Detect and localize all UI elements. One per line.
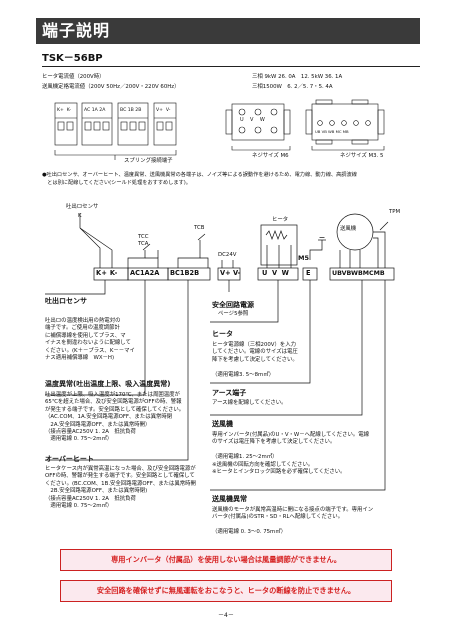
screw-m35-label: ネジサイズ M3. 5	[340, 153, 384, 159]
strip2-labels: AC 1A 2A	[84, 108, 106, 113]
title-bar	[36, 18, 420, 44]
diagram-m5-label: M5	[298, 254, 309, 262]
strip6-labels: UB VB WB MC MB	[315, 129, 349, 134]
earth-section-body: アース線を配線してください。	[212, 400, 287, 406]
strip4-labels: V+ V-	[156, 108, 171, 113]
heater-section-title: ヒータ	[212, 330, 233, 338]
model-name: TSK－56BP	[42, 53, 103, 64]
safety-section-title: 安全回路電源	[212, 301, 254, 309]
diagram-tpm-label: TPM	[389, 209, 401, 215]
diagram-sensor-label: 吐出ロセンサ	[66, 204, 99, 210]
model-underline	[42, 66, 420, 67]
terminal-row-1: K+ K-	[96, 269, 118, 277]
warning-banner-1: 専用インバータ（付属品）を使用しない場合は風量調節ができません。	[60, 549, 392, 571]
blower-alarm-section-body: 送風機のモータが異常高温時に開になる接点の端子です。専用インバータ(付属品)のS…	[212, 507, 374, 536]
overheat-section-title: オーバーヒート	[45, 455, 94, 463]
blower-section-title: 送風機	[212, 420, 233, 428]
strip3-labels: BC 1B 2B	[120, 108, 142, 113]
blower-section-body: 専用インバータ(付属品)のU・V・W－へ配線してください。電線のサイズは電圧降下…	[212, 432, 370, 476]
screw-m6-label: ネジサイズ M6	[252, 153, 289, 159]
heater-section-body: ヒータ電源線（三相200V）を入力してください。電線のサイズは電圧降下を考慮して…	[212, 342, 298, 378]
terminal-row-3: BC1B2B	[170, 269, 200, 277]
diagram-tcc-label: TCC	[138, 234, 149, 240]
note-line-1: ●吐出ロセンサ、オーバーヒート、温度異常、送風機異常の各端子は、ノイズ等による誤…	[42, 172, 357, 178]
diagram-tcb-label: TCB	[194, 225, 205, 231]
safety-section-body: ページ5参照	[218, 311, 249, 317]
diagram-k-label: K	[78, 213, 82, 219]
diagram-tca-label: TCA	[138, 241, 149, 247]
heater-current-label: ヒータ電流値（200V時）	[42, 74, 105, 80]
earth-section-title: アース端子	[212, 389, 247, 397]
sensor-section-body: 吐出ロの温度検出用の熱電対の端子です。ご使用の温度調節計に補償導線を使用してプラ…	[45, 318, 135, 362]
diagram-heater-label: ヒータ	[272, 217, 289, 223]
spring-terminal-label: スプリング接続端子	[124, 158, 173, 164]
terminal-row-2: AC1A2A	[130, 269, 160, 277]
warning-banner-2: 安全回路を確保せずに無風運転をおこなうと、ヒータの断線を防止できません。	[60, 580, 392, 602]
note-line-2: とは別に配線してください(シールド処理をおすすめします)。	[42, 180, 191, 186]
strip1-labels: K+ K-	[57, 108, 71, 113]
page-number: －4－	[218, 612, 234, 619]
strip5-labels: U V W	[240, 117, 265, 123]
sensor-section-title: 吐出ロセンサ	[45, 297, 87, 305]
heater-current-value: 三相 9kW 26. 0A 12. 5kW 36. 1A	[252, 74, 343, 80]
diagram-blower-label: 送風機	[340, 226, 357, 232]
page-title: 端子説明	[42, 21, 111, 40]
terminal-row-4: V+ V-	[220, 269, 241, 277]
blower-current-value: 三相1500W 6. 2／5. 7・5. 4A	[252, 84, 333, 90]
blower-current-label: 送風機定格電流値（200V 50Hz／200V・220V 60Hz）	[42, 84, 180, 90]
temp-section-title: 温度異常(吐出温度上限、吸入温度異常)	[45, 380, 171, 388]
blower-alarm-section-title: 送風機異常	[212, 495, 247, 503]
terminal-row-6: E	[306, 269, 311, 277]
terminal-row-5: U V W	[262, 269, 289, 277]
terminal-row-7: UBVBWBMCMB	[332, 270, 385, 277]
diagram-dc24v-label: DC24V	[218, 252, 237, 258]
